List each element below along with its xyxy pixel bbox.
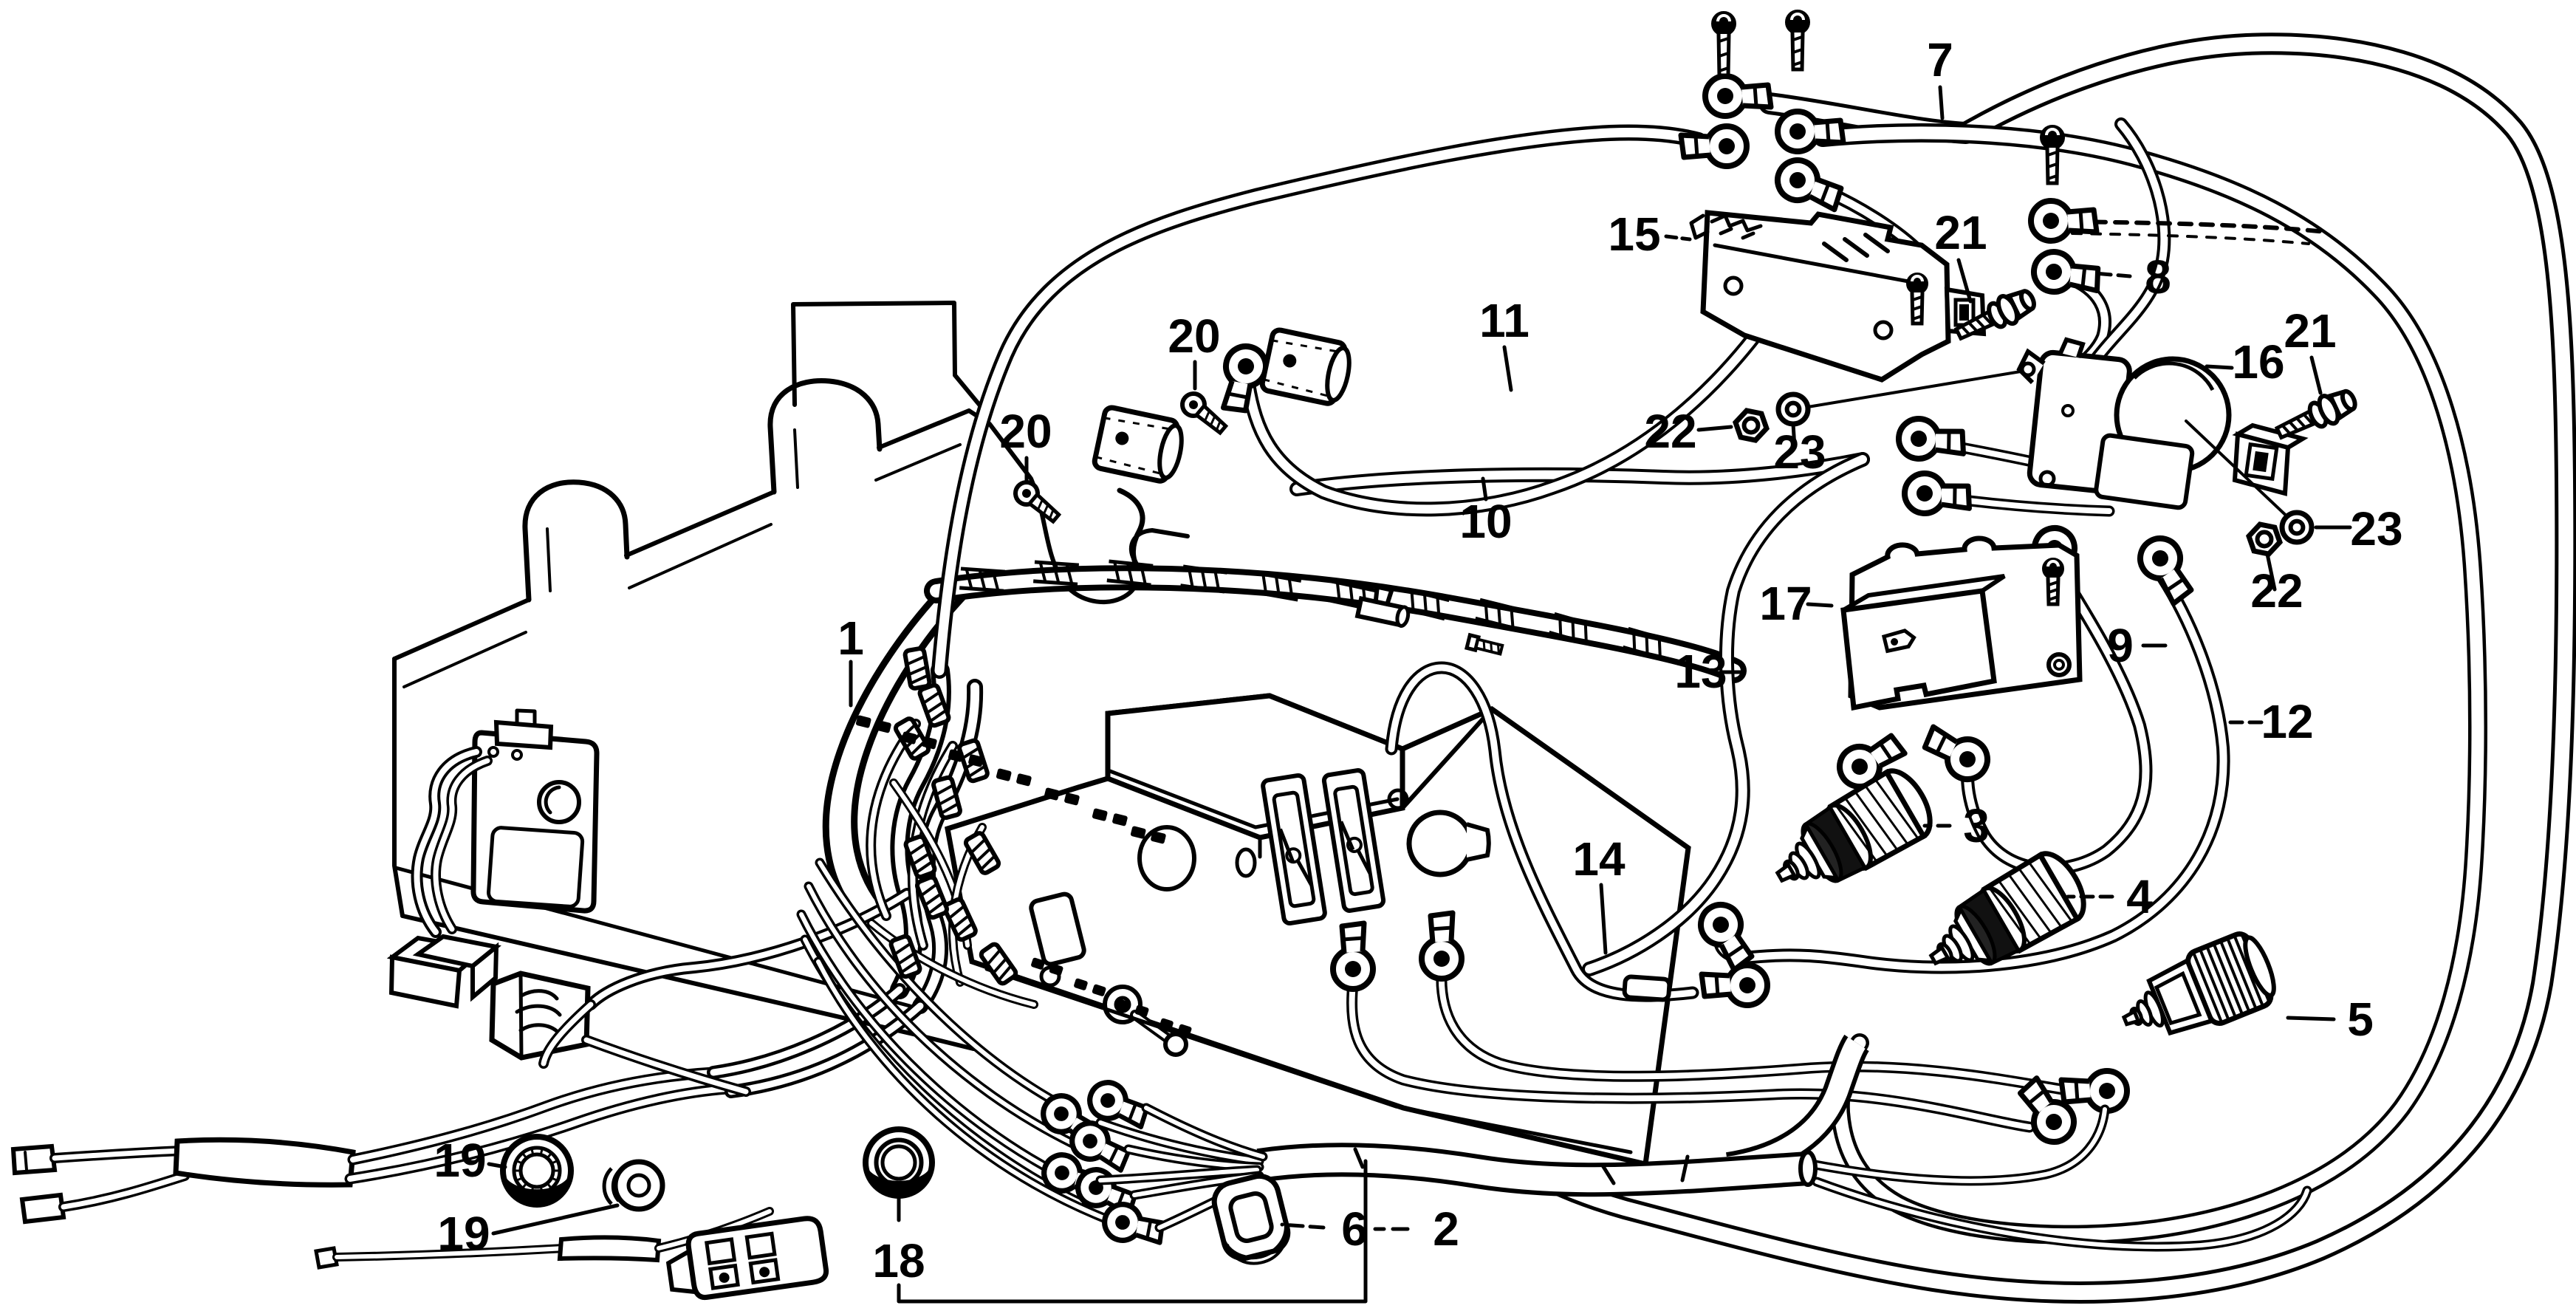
svg-text:5: 5 xyxy=(2347,993,2374,1046)
svg-text:19: 19 xyxy=(434,1134,486,1187)
svg-text:3: 3 xyxy=(1963,799,1990,852)
svg-text:16: 16 xyxy=(2232,335,2284,388)
svg-text:23: 23 xyxy=(2350,502,2402,555)
svg-text:22: 22 xyxy=(1644,405,1696,458)
svg-text:20: 20 xyxy=(999,405,1052,458)
svg-text:6: 6 xyxy=(1341,1202,1368,1256)
svg-text:22: 22 xyxy=(2250,564,2303,617)
svg-text:12: 12 xyxy=(2261,695,2313,748)
svg-text:20: 20 xyxy=(1168,309,1220,363)
svg-text:13: 13 xyxy=(1674,645,1727,698)
svg-text:14: 14 xyxy=(1572,832,1626,886)
svg-text:21: 21 xyxy=(2284,304,2336,357)
svg-text:10: 10 xyxy=(1459,495,1512,548)
svg-text:18: 18 xyxy=(872,1234,925,1287)
svg-text:21: 21 xyxy=(1934,206,1987,259)
svg-text:9: 9 xyxy=(2107,619,2134,672)
svg-text:17: 17 xyxy=(1759,577,1812,630)
svg-text:11: 11 xyxy=(1479,294,1530,347)
svg-text:15: 15 xyxy=(1608,208,1660,261)
svg-text:19: 19 xyxy=(437,1207,490,1260)
svg-text:8: 8 xyxy=(2145,250,2171,304)
svg-text:7: 7 xyxy=(1927,33,1953,86)
svg-text:23: 23 xyxy=(1773,425,1826,479)
svg-text:2: 2 xyxy=(1433,1202,1459,1256)
svg-text:4: 4 xyxy=(2126,870,2153,923)
svg-text:1: 1 xyxy=(837,612,864,665)
